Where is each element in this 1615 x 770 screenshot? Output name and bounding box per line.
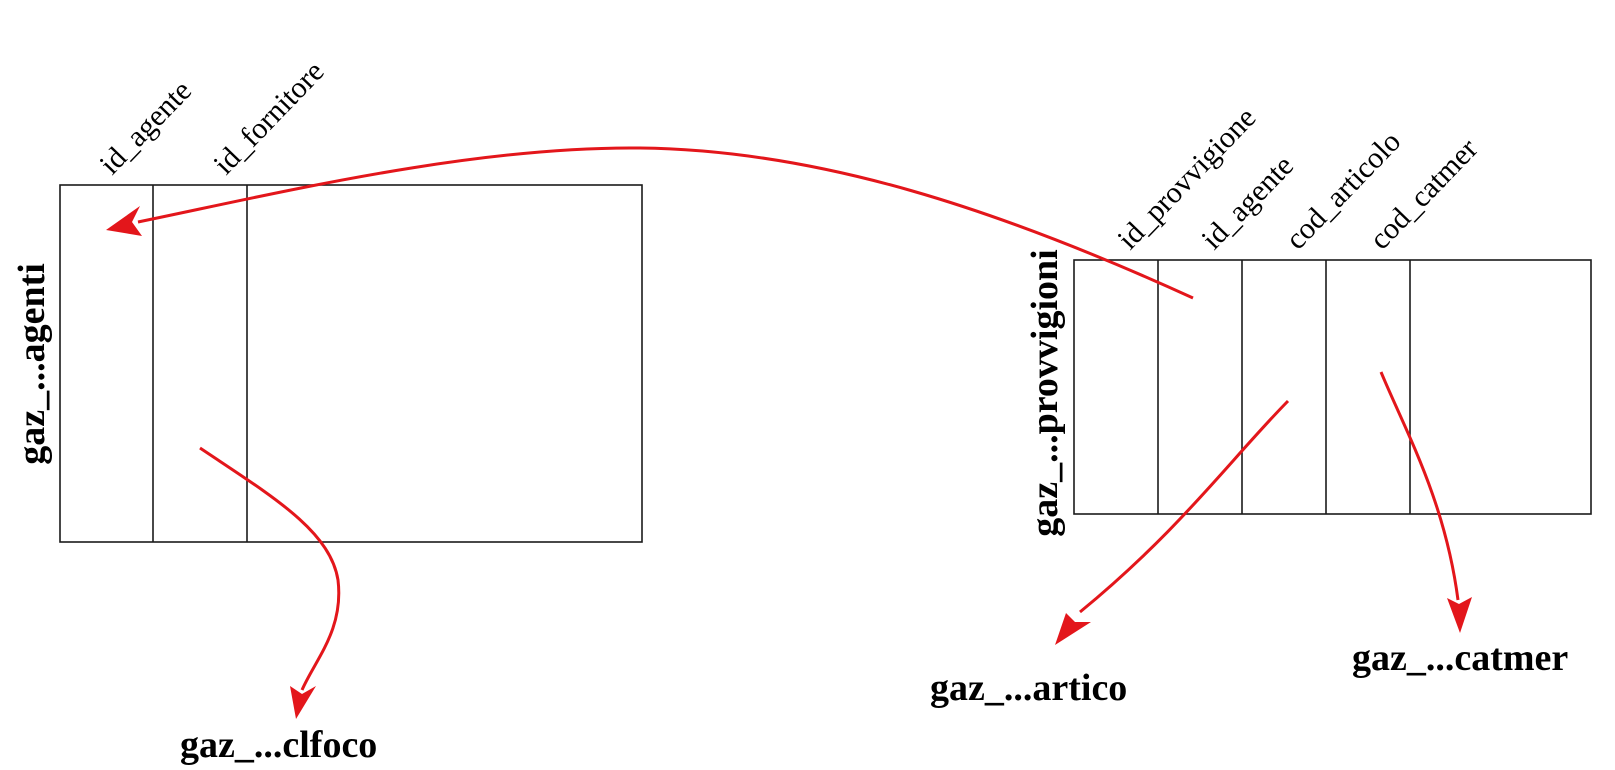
table-provvigioni: gaz_...provvigioni id_provvigione id_age… (1024, 101, 1592, 537)
table-agenti-box (59, 184, 643, 543)
relation-provvigioni-catmer-to-catmer (1379, 371, 1472, 633)
ref-catmer-label: gaz_...catmer (1352, 637, 1568, 679)
table-agenti-field-id-agente: id_agente (93, 74, 198, 181)
arrowhead-icon (290, 686, 316, 719)
ref-clfoco-label: gaz_...clfoco (180, 724, 377, 766)
arrowhead-icon (1447, 597, 1472, 633)
relation-line (199, 446, 341, 691)
ref-artico-label: gaz_...artico (930, 667, 1127, 709)
table-agenti-field-id-fornitore: id_fornitore (207, 55, 330, 181)
arrowhead-icon (106, 206, 142, 236)
relation-provvigioni-articolo-to-artico (1055, 399, 1290, 645)
relation-agenti-fornitore-to-clfoco (199, 446, 341, 719)
relation-line (1379, 371, 1460, 601)
relation-line (1079, 399, 1290, 614)
table-provvigioni-name: gaz_...provvigioni (1024, 249, 1066, 537)
table-agenti: gaz_...agenti id_agente id_fornitore (11, 55, 643, 543)
table-agenti-name: gaz_...agenti (11, 263, 53, 465)
table-provvigioni-box (1073, 259, 1592, 515)
relation-provvigioni-agente-to-agenti (106, 146, 1194, 300)
arrowhead-icon (1055, 613, 1091, 645)
relation-line (137, 146, 1194, 300)
